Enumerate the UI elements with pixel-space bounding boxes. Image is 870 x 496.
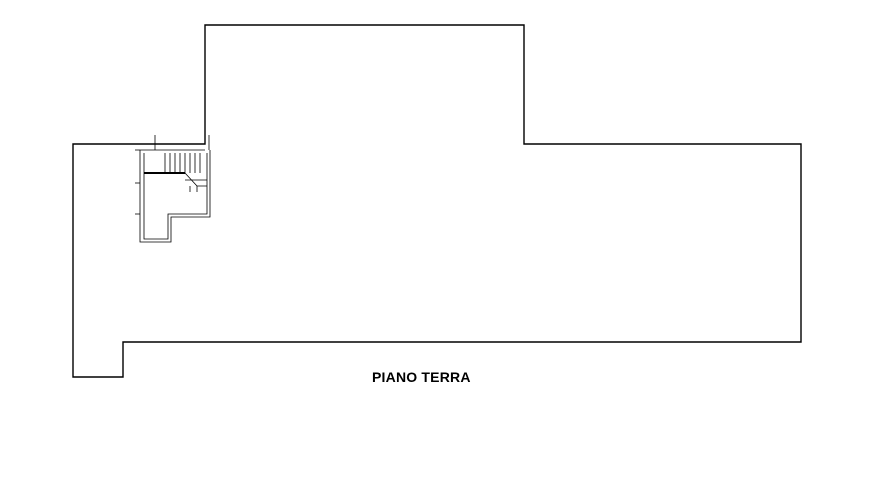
- stair-core: [135, 135, 211, 243]
- floor-label: PIANO TERRA: [372, 369, 471, 385]
- building-outline: [72, 24, 802, 378]
